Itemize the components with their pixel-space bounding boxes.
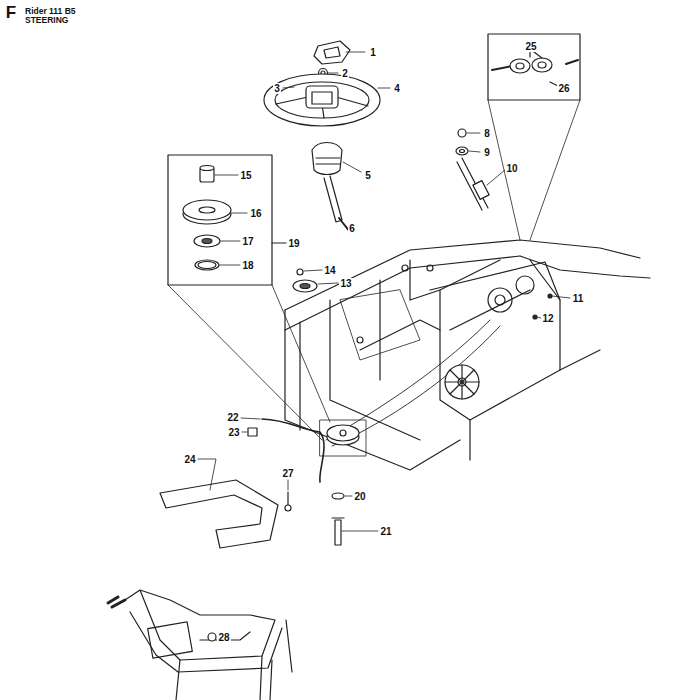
callout-number: 8: [483, 128, 491, 139]
callout-number: 2: [341, 68, 349, 79]
section-letter: F: [6, 4, 16, 23]
callout-number: 9: [483, 147, 491, 158]
callout-number: 12: [541, 313, 554, 324]
callout-number: 5: [364, 170, 372, 181]
callout-number: 11: [572, 293, 585, 304]
callout-number: 6: [348, 223, 356, 234]
callout-number: 28: [217, 632, 230, 643]
callout-number: 3: [273, 83, 281, 94]
callout-number: 18: [241, 260, 254, 271]
callout-number: 16: [249, 208, 262, 219]
callout-number: 17: [241, 236, 254, 247]
diagram-title: Rider 111 B5 STEERING: [25, 7, 87, 26]
callout-number: 13: [339, 278, 352, 289]
callout-number: 26: [557, 83, 570, 94]
callout-number: 27: [281, 468, 294, 479]
callout-number: 21: [379, 526, 392, 537]
callout-number: 1: [369, 47, 377, 58]
callout-number: 15: [239, 170, 252, 181]
callout-number: 24: [183, 454, 196, 465]
callout-number: 25: [524, 41, 537, 52]
callout-number: 20: [353, 491, 366, 502]
callout-number: 14: [323, 265, 336, 276]
callout-number: 10: [505, 163, 518, 174]
callout-number: 4: [393, 83, 401, 94]
callout-number: 19: [287, 238, 300, 249]
callout-number: 23: [227, 427, 240, 438]
callout-number: 22: [226, 412, 239, 423]
